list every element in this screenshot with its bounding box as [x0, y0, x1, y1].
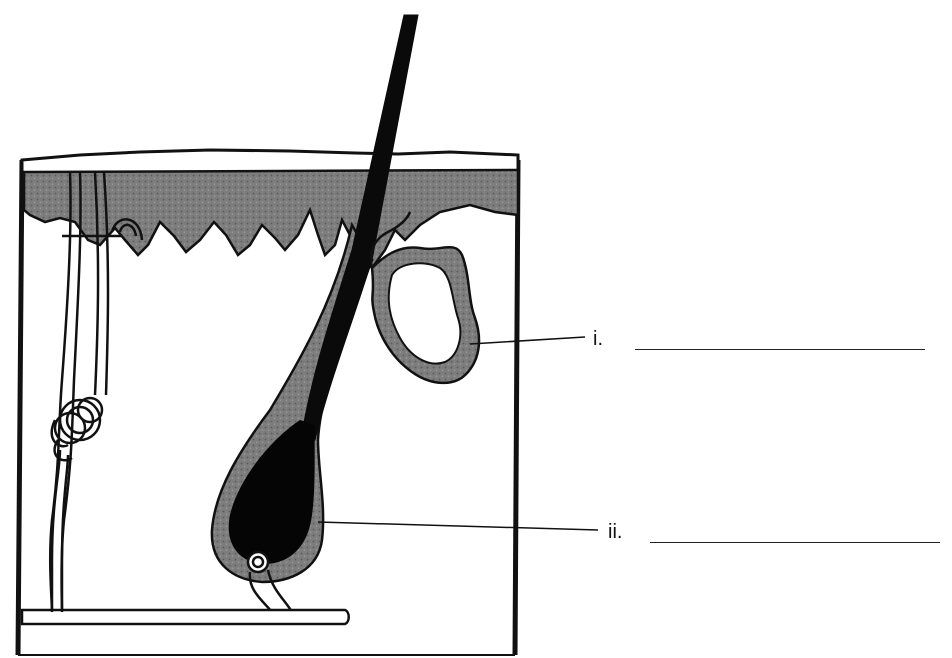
- pointer-line-ii: [318, 522, 598, 530]
- label-ii: ii.: [608, 522, 622, 542]
- label-i: i.: [593, 329, 603, 349]
- pointer-line-i: [470, 337, 585, 344]
- answer-blank-ii[interactable]: [650, 542, 940, 543]
- answer-blank-i[interactable]: [635, 349, 925, 350]
